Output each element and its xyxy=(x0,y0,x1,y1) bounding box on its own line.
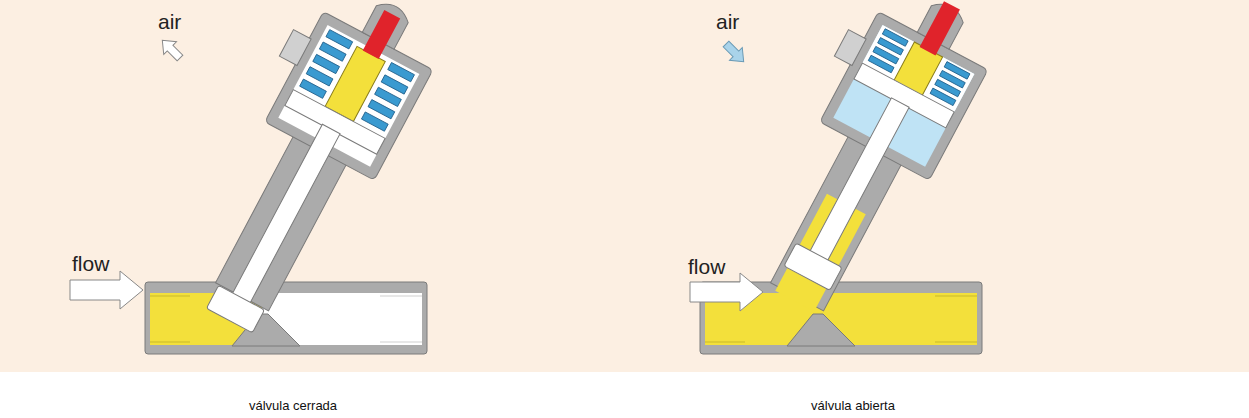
stem xyxy=(805,98,910,271)
flow-label: flow xyxy=(72,252,109,276)
flow-arrow xyxy=(70,271,143,309)
plug xyxy=(784,243,842,290)
valve-body xyxy=(145,282,427,354)
air-label: air xyxy=(716,10,739,34)
position-indicator xyxy=(363,10,400,59)
stem xyxy=(231,124,340,306)
piston xyxy=(854,63,954,128)
air-port xyxy=(279,30,311,66)
actuator xyxy=(159,0,451,350)
piston xyxy=(285,90,385,155)
outlet-thread xyxy=(380,296,422,342)
air-arrow xyxy=(156,34,186,64)
valve-closed xyxy=(70,0,451,354)
air-label: air xyxy=(158,10,181,34)
caption-label: válvula abierta xyxy=(811,398,895,413)
cylinder-bore xyxy=(278,25,419,167)
cylinder-housing xyxy=(820,12,988,181)
air-chamber xyxy=(833,25,974,167)
cylinder-housing xyxy=(265,12,433,181)
valve-seat xyxy=(787,314,855,346)
flow-label: flow xyxy=(688,255,725,279)
actuator xyxy=(724,0,1007,330)
flow-arrow xyxy=(690,273,763,311)
background xyxy=(0,0,1249,372)
air-arrow xyxy=(720,38,750,68)
plug xyxy=(206,285,264,332)
position-indicator xyxy=(920,1,960,55)
valve-open xyxy=(690,0,1007,354)
inlet-thread xyxy=(150,296,190,342)
air-port xyxy=(834,30,866,66)
caption-label: válvula cerrada xyxy=(249,398,337,413)
